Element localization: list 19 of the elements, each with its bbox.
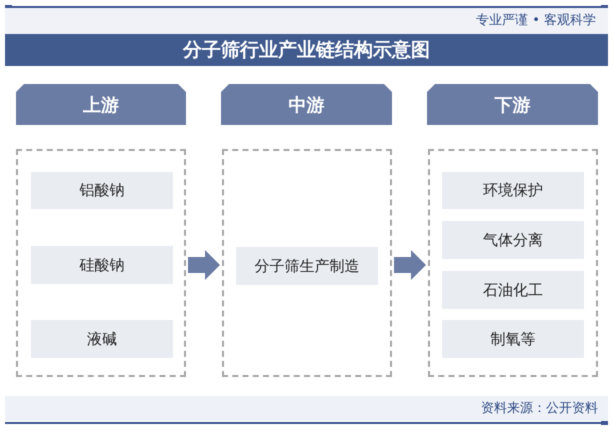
title-banner: 分子筛行业产业链结构示意图 [5,34,608,66]
source-note: 资料来源：公开资料 [481,400,598,417]
arrow [394,250,426,280]
stage-header: 中游 [221,84,392,125]
category-box: 铝酸钠 [31,172,173,209]
dashed-group-frame [428,149,598,377]
category-box: 气体分离 [442,221,584,259]
dashed-group-frame [222,149,392,377]
dashed-group-frame [16,149,186,377]
category-box: 液碱 [31,320,173,358]
category-box: 石油化工 [442,271,584,309]
stage-header: 下游 [427,84,598,125]
slogan-text: 专业严谨 • 客观科学 [476,13,596,29]
category-box: 硅酸钠 [31,246,173,284]
stage-header: 上游 [16,84,186,125]
category-box: 分子筛生产制造 [236,247,378,285]
category-box: 制氧等 [442,320,584,358]
arrow [188,250,220,280]
category-box: 环境保护 [442,172,584,209]
